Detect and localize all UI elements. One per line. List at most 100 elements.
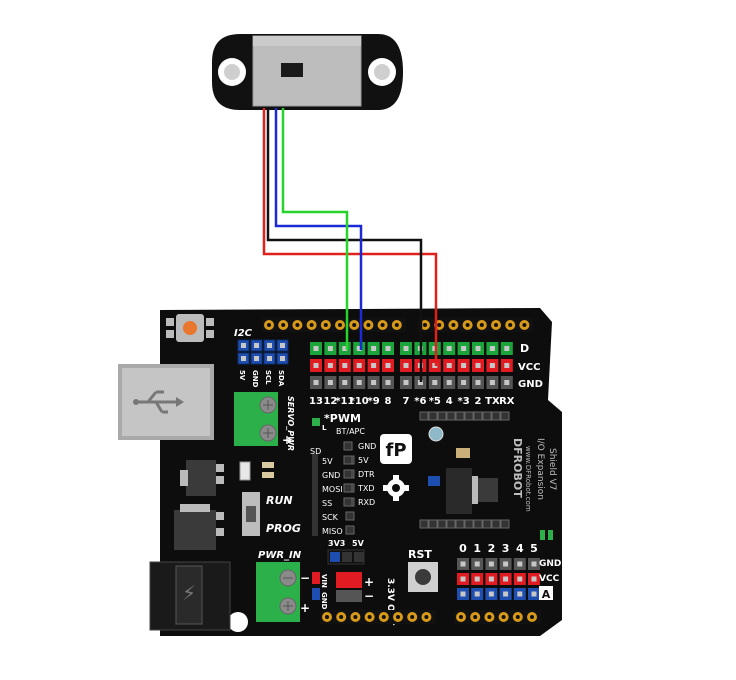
wire-black <box>266 108 423 382</box>
rst-label: RST <box>408 548 432 561</box>
row-d-label: D <box>520 342 529 355</box>
prog-label: PROG <box>266 522 301 535</box>
gold-header-top-right <box>418 318 534 332</box>
pwm-label: *PWM <box>324 412 361 425</box>
analog-pin-label: 5 <box>530 542 538 555</box>
i2c-pin-label: GND <box>251 370 259 388</box>
board-mount-hole <box>228 612 248 632</box>
digital-pin-label: 13 <box>309 396 323 407</box>
analog-gnd-label: GND <box>539 559 561 569</box>
i2c-header: 5V GND SCL SDA <box>237 339 289 388</box>
pwr-in-terminal <box>256 562 300 622</box>
i2c-pin-label: SDA <box>277 370 285 387</box>
sel-5v-label: 5V <box>352 539 365 548</box>
servo-plus: + <box>282 433 292 447</box>
sd-pin-label: MISO <box>322 527 343 536</box>
wires <box>262 108 438 382</box>
digital-pin-label: RX <box>499 396 515 407</box>
sd-label: SD <box>310 447 321 456</box>
pwr-plus: + <box>300 601 310 615</box>
i2c-pin-label: SCL <box>264 370 272 385</box>
distance-sensor <box>212 34 403 110</box>
sd-pin-label: 5V <box>322 457 333 466</box>
regulator-2 <box>174 510 216 550</box>
row-vcc-label: VCC <box>518 362 540 373</box>
sd-pin-label: SCK <box>322 513 339 522</box>
digital-pin-label: 4 <box>446 396 453 407</box>
digital-pin-label: 7 <box>403 396 410 407</box>
bt-pin-label: GND <box>358 442 376 451</box>
out-minus: − <box>364 589 374 603</box>
gold-header-bottom-left <box>320 610 436 624</box>
bt-pin-label: RXD <box>358 498 375 507</box>
gold-header-top-left <box>262 318 406 332</box>
bt-pin-label: TXD <box>357 484 375 493</box>
digital-pin-label: 8 <box>385 396 392 407</box>
analog-pin-label: 3 <box>502 542 510 555</box>
analog-pin-rows <box>457 558 540 600</box>
servo-pwr-label: SERVO_PWR <box>286 396 295 451</box>
digital-pin-label: *11 <box>335 396 354 407</box>
out-header-red <box>336 572 362 588</box>
capacitor <box>239 461 251 481</box>
pwr-in-label: PWR_IN <box>258 550 302 561</box>
digital-pin-label: TX <box>485 396 500 407</box>
chip <box>446 468 472 514</box>
gear-icon <box>383 475 409 501</box>
wire-red <box>262 108 438 366</box>
svg-text:fP: fP <box>385 440 406 461</box>
product-text: I/O Expansion <box>535 438 545 500</box>
wire-blue <box>274 108 363 350</box>
crystal <box>428 426 444 442</box>
sd-pin-label: SS <box>322 499 332 508</box>
regulator-1 <box>186 460 216 496</box>
icsp-header-top <box>419 411 510 421</box>
digital-pin-label: *9 <box>368 396 380 407</box>
digital-pin-label: *10 <box>350 396 369 407</box>
out-plus: + <box>364 575 374 589</box>
brand-url: www.DFRobot.com <box>524 446 532 512</box>
run-label: RUN <box>266 494 293 507</box>
digital-pin-label: 2 <box>475 396 482 407</box>
row-gnd-label: GND <box>518 379 543 390</box>
led-l <box>312 418 320 426</box>
gnd-vertical-label: GND <box>320 592 328 610</box>
vin-label: VIN <box>320 574 328 588</box>
analog-pin-label: 0 <box>459 542 467 555</box>
led-l-label: L <box>322 424 327 432</box>
bt-pin-label: 5V <box>358 456 369 465</box>
bt-header: GND 5V DTR TXD RXD <box>343 441 376 507</box>
dfrobot-logo-icon <box>380 434 412 464</box>
bt-apc-label: BT/APC <box>336 427 365 436</box>
wire-green <box>281 108 349 350</box>
brand-text: DFROBOT <box>511 438 524 498</box>
version-text: Shield V7 <box>547 448 557 490</box>
i2c-label: I2C <box>234 328 253 339</box>
analog-pin-label: 1 <box>473 542 481 555</box>
sensor-window <box>281 63 303 77</box>
bt-pin-label: DTR <box>358 470 375 479</box>
sd-pin-label: MOSI <box>322 485 343 494</box>
svg-text:⚡: ⚡ <box>182 581 196 605</box>
usb-icon <box>138 390 176 414</box>
digital-pin-label: *3 <box>458 396 470 407</box>
pwr-minus: − <box>300 571 310 585</box>
i2c-pin-label: 5V <box>238 370 246 381</box>
sel-3v3-label: 3V3 <box>328 539 345 548</box>
analog-vcc-label: VCC <box>539 574 560 584</box>
digital-pin-label: 12 <box>323 396 337 407</box>
sd-pin-label: GND <box>322 471 340 480</box>
analog-pin-label: 4 <box>516 542 524 555</box>
analog-a-label: A <box>542 588 551 601</box>
digital-pin-rows <box>310 342 513 389</box>
digital-pin-label: *5 <box>429 396 441 407</box>
out-label: 3.3V OUT <box>385 578 395 626</box>
icsp-header-bottom <box>419 519 510 529</box>
analog-pin-label: 2 <box>488 542 496 555</box>
gold-header-bottom-right <box>454 610 542 624</box>
digital-pin-label: *6 <box>414 396 426 407</box>
